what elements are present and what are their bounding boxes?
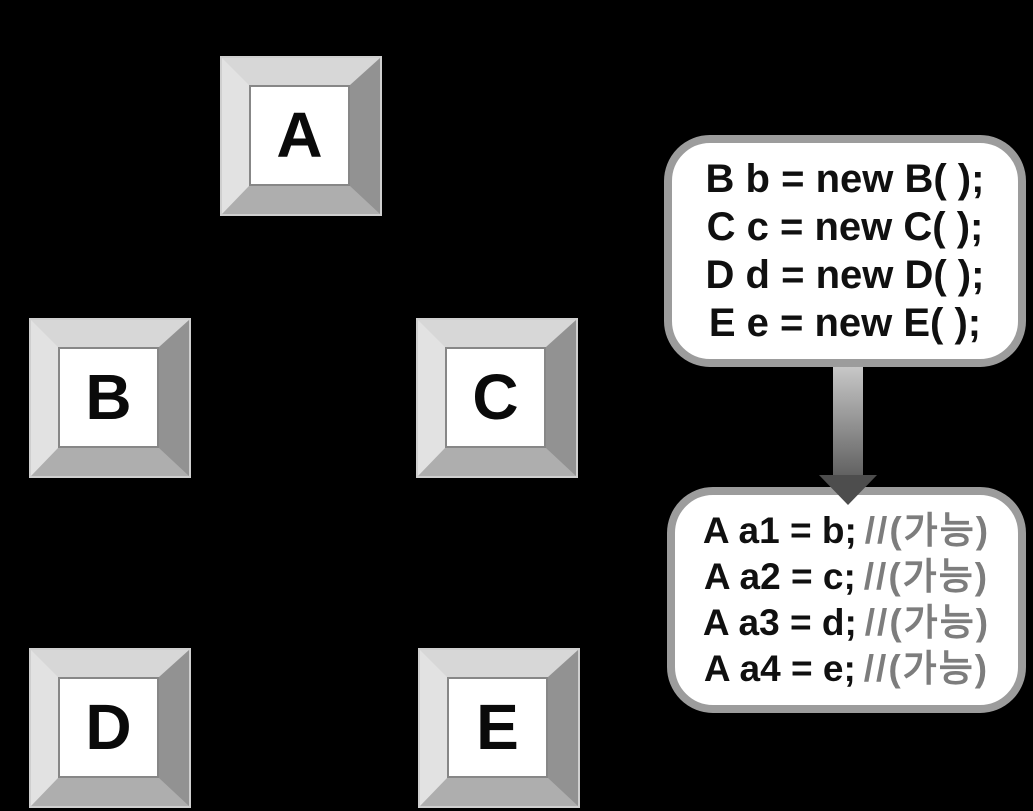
class-node-b-label: B bbox=[85, 360, 132, 433]
comment-text: //(가능) bbox=[863, 648, 990, 689]
code-line: A a3 = d;//(가능) bbox=[703, 600, 990, 646]
class-node-e: E bbox=[418, 648, 580, 808]
class-node-b: B bbox=[29, 318, 191, 478]
comment-text: //(가능) bbox=[864, 602, 991, 643]
code-line: C c = new C( ); bbox=[706, 205, 984, 249]
class-node-a: A bbox=[220, 56, 382, 216]
class-node-d-label: D bbox=[85, 690, 132, 763]
code-line: A a1 = b;//(가능) bbox=[703, 508, 990, 554]
comment-text: //(가능) bbox=[864, 510, 991, 551]
class-node-c-label: C bbox=[472, 360, 519, 433]
code-line: A a4 = e;//(가능) bbox=[704, 646, 989, 692]
code-text: A a3 = d; bbox=[702, 602, 857, 643]
code-line: B b = new B( ); bbox=[705, 157, 985, 201]
class-node-d: D bbox=[29, 648, 191, 808]
code-line: A a2 = c;//(가능) bbox=[704, 554, 989, 600]
class-node-c: C bbox=[416, 318, 578, 478]
down-arrow-stem bbox=[833, 365, 863, 477]
comment-text: //(가능) bbox=[863, 556, 990, 597]
code-text: A a1 = b; bbox=[702, 510, 857, 551]
callout-object-creation: B b = new B( ); C c = new C( ); D d = ne… bbox=[664, 135, 1026, 367]
code-line: D d = new D( ); bbox=[705, 253, 985, 297]
code-line: E e = new E( ); bbox=[708, 301, 982, 345]
class-node-a-label: A bbox=[276, 98, 323, 171]
down-arrow-head bbox=[819, 475, 877, 505]
code-text: A a2 = c; bbox=[703, 556, 856, 597]
class-node-e-label: E bbox=[476, 690, 519, 763]
callout-assignments: A a1 = b;//(가능) A a2 = c;//(가능) A a3 = d… bbox=[667, 487, 1026, 713]
code-text: A a4 = e; bbox=[703, 648, 856, 689]
